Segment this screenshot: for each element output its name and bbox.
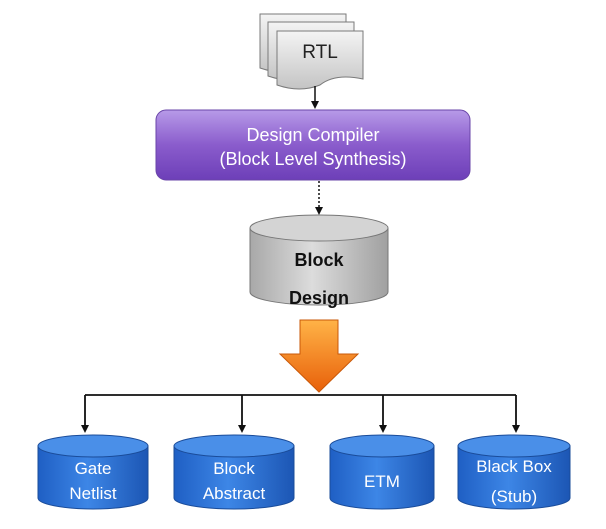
output-cylinder-gate-netlist: [37, 434, 149, 510]
output-label-block-abstract: Block Abstract: [174, 456, 294, 506]
output-label-line2: (Stub): [490, 487, 538, 506]
block-design-cylinder: [249, 214, 389, 306]
rtl-label: RTL: [302, 42, 338, 63]
block-design-line1: Block: [294, 250, 344, 270]
output-label-etm: ETM: [330, 469, 434, 494]
output-label-line1: Black Box: [476, 457, 552, 476]
rtl-document-stack-icon: [259, 13, 364, 90]
output-label-gate-netlist: Gate Netlist: [38, 456, 148, 506]
orange-down-arrow-icon: [278, 319, 360, 393]
design-compiler-box: [155, 109, 471, 181]
output-cylinder-etm: [329, 434, 435, 510]
output-cylinder-block-abstract: [173, 434, 295, 510]
block-design-label: Block Design: [248, 241, 390, 317]
design-compiler-subtitle: (Block Level Synthesis): [219, 149, 407, 169]
output-label-black-box: Black Box (Stub): [458, 452, 570, 512]
output-label-line2: Netlist: [69, 484, 117, 503]
design-compiler-label: Design Compiler (Block Level Synthesis): [160, 123, 466, 171]
output-label-line1: Block: [213, 459, 255, 478]
design-compiler-title: Design Compiler: [246, 125, 380, 145]
block-design-line2: Design: [288, 288, 349, 308]
output-label-line2: Abstract: [202, 484, 266, 503]
output-label-line1: Gate: [74, 459, 112, 478]
output-label-line1: ETM: [364, 472, 400, 491]
output-cylinder-black-box: [457, 434, 571, 510]
distribution-connectors: [81, 394, 520, 433]
